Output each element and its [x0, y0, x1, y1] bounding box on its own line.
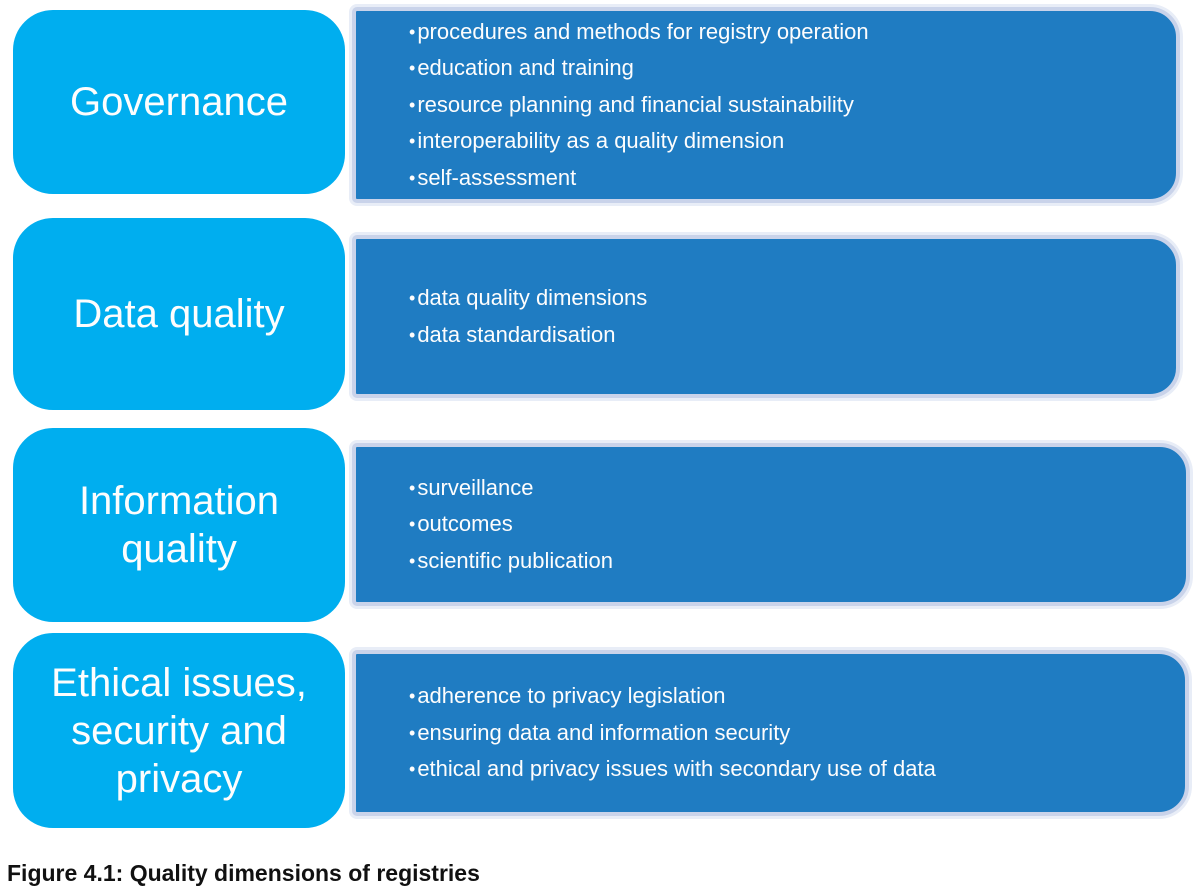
category-label: Governance: [70, 80, 288, 124]
bullet-icon: •: [409, 514, 416, 535]
bullet-icon: •: [409, 759, 416, 780]
detail-box-governance: •procedures and methods for registry ope…: [352, 7, 1180, 203]
bullet-list: •procedures and methods for registry ope…: [356, 14, 1176, 197]
category-label: Data quality: [73, 292, 285, 336]
bullet-item: •data standardisation: [409, 317, 1166, 354]
bullet-item: •procedures and methods for registry ope…: [409, 14, 1166, 51]
category-box-ethical-security-privacy: Ethical issues, security and privacy: [13, 633, 345, 828]
figure-caption: Figure 4.1: Quality dimensions of regist…: [7, 860, 480, 886]
bullet-item: •outcomes: [409, 506, 1176, 543]
bullet-icon: •: [409, 686, 416, 707]
bullet-icon: •: [409, 477, 416, 498]
bullet-item: •ensuring data and information security: [409, 715, 1175, 752]
bullet-list: •data quality dimensions•data standardis…: [356, 280, 1176, 353]
bullet-item: •adherence to privacy legislation: [409, 678, 1175, 715]
category-box-data-quality: Data quality: [13, 218, 345, 410]
bullet-icon: •: [409, 167, 416, 188]
bullet-icon: •: [409, 58, 416, 79]
bullet-icon: •: [409, 94, 416, 115]
category-box-governance: Governance: [13, 10, 345, 194]
detail-box-ethical-security-privacy: •adherence to privacy legislation•ensuri…: [352, 650, 1189, 816]
category-label: Information quality: [78, 479, 280, 571]
category-box-information-quality: Information quality: [13, 428, 345, 622]
bullet-item: •self-assessment: [409, 160, 1166, 197]
bullet-icon: •: [409, 550, 416, 571]
bullet-item: •data quality dimensions: [409, 280, 1166, 317]
bullet-icon: •: [409, 131, 416, 152]
bullet-item: •interoperability as a quality dimension: [409, 123, 1166, 160]
bullet-icon: •: [409, 21, 416, 42]
detail-box-data-quality: •data quality dimensions•data standardis…: [352, 235, 1180, 398]
bullet-list: •surveillance•outcomes•scientific public…: [356, 470, 1186, 580]
bullet-list: •adherence to privacy legislation•ensuri…: [356, 678, 1185, 788]
bullet-icon: •: [409, 287, 416, 308]
bullet-item: •education and training: [409, 50, 1166, 87]
bullet-item: •surveillance: [409, 470, 1176, 507]
bullet-icon: •: [409, 722, 416, 743]
category-label: Ethical issues, security and privacy: [51, 660, 307, 801]
bullet-item: •scientific publication: [409, 543, 1176, 580]
bullet-icon: •: [409, 324, 416, 345]
bullet-item: •ethical and privacy issues with seconda…: [409, 751, 1175, 788]
bullet-item: •resource planning and financial sustain…: [409, 87, 1166, 124]
detail-box-information-quality: •surveillance•outcomes•scientific public…: [352, 443, 1190, 606]
